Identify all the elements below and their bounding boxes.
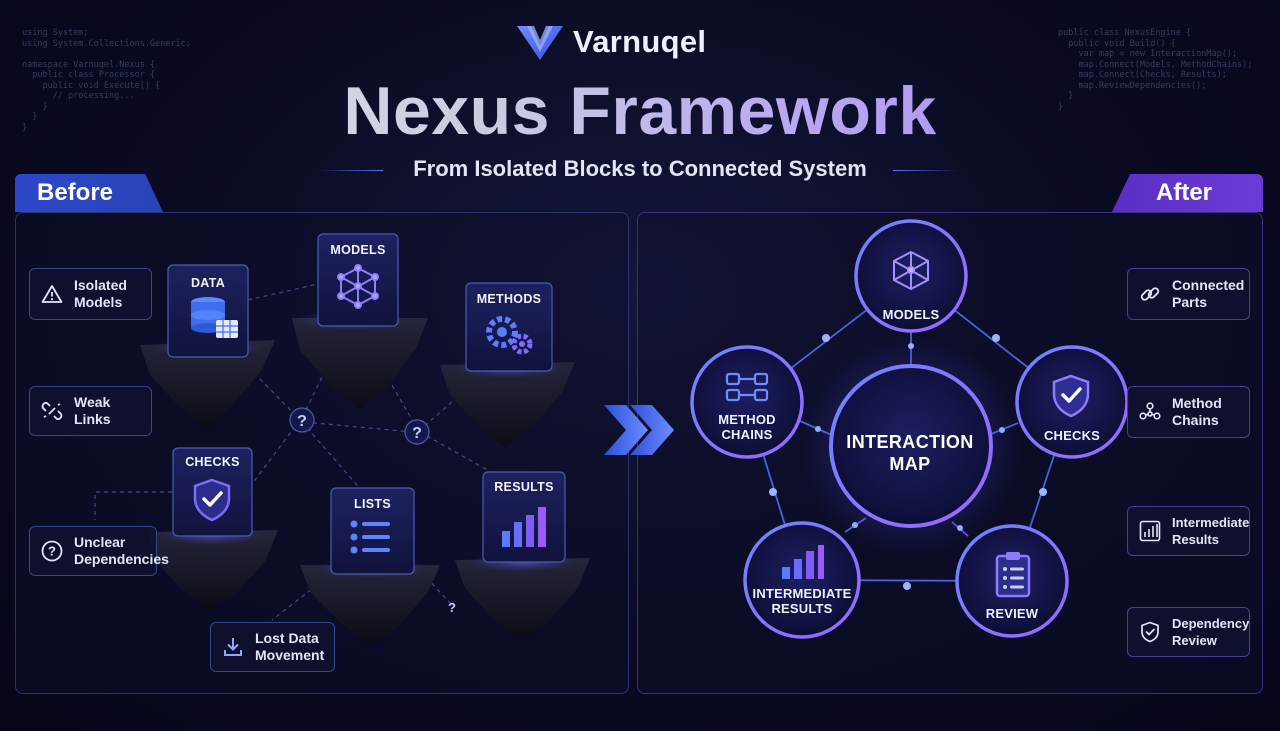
- rock-methods: [440, 362, 575, 448]
- rock-models: [292, 318, 428, 410]
- shield-check-icon: [1052, 374, 1090, 418]
- broken-link-icon: [40, 399, 64, 423]
- after-tag: After: [1112, 174, 1263, 212]
- page-title: Nexus Framework: [0, 72, 1280, 150]
- floating-rocks: [140, 318, 590, 645]
- bar-chart-icon: [782, 545, 824, 579]
- question-mark-1: ?: [297, 413, 307, 430]
- rock-checks: [148, 530, 278, 610]
- card-lists-box: [330, 487, 415, 575]
- node-review: [955, 524, 1069, 638]
- after-item-label: Intermediate Results: [1172, 515, 1250, 547]
- before-item-isolated-models: Isolated Models: [29, 268, 152, 320]
- bar-chart-icon: [1138, 519, 1162, 543]
- node-models-label: MODELS: [882, 307, 940, 322]
- interaction-map-label: INTERACTION MAP: [846, 432, 974, 474]
- after-item-label: Connected Parts: [1172, 277, 1245, 310]
- before-item-label: Weak Links: [74, 394, 111, 427]
- rock-lists: [300, 565, 440, 645]
- after-item-method-chains: Method Chains: [1127, 386, 1250, 438]
- list-icon: [350, 520, 390, 554]
- card-lists-label: LISTS: [354, 497, 391, 511]
- question-marks: ? ? ?: [289, 407, 456, 615]
- node-intermediate-results-label: INTERMEDIATE RESULTS: [752, 586, 852, 616]
- link-q1-q2: [304, 421, 413, 433]
- after-item-label: Method Chains: [1172, 395, 1222, 428]
- svg-text:?: ?: [48, 544, 56, 559]
- link-q1-lists: [301, 421, 371, 501]
- question-mark-2: ?: [412, 425, 422, 442]
- link-checks-unclear: [94, 491, 180, 520]
- node-method-chains-label: METHOD CHAINS: [718, 412, 776, 442]
- clipboard-icon: [995, 552, 1031, 598]
- before-item-label: Lost Data Movement: [255, 630, 325, 663]
- bar-chart-icon: [502, 507, 546, 547]
- card-results-box: [482, 471, 566, 563]
- before-item-label: Unclear Dependencies: [74, 534, 169, 567]
- card-models-box: [317, 233, 399, 327]
- before-tag: Before: [15, 174, 163, 212]
- chain-blocks-icon: [725, 372, 769, 402]
- transition-chevrons-icon: [604, 405, 674, 455]
- question-node-1: [289, 407, 315, 433]
- after-item-connected-parts: Connected Parts: [1127, 268, 1250, 320]
- brand: Varnuqel: [515, 22, 706, 62]
- card-methods-box: [465, 282, 553, 372]
- card-methods-label: METHODS: [476, 292, 542, 306]
- code-snippet-right: public class NexusEngine { public void B…: [1058, 28, 1253, 112]
- gears-icon: [486, 316, 533, 355]
- node-intermediate-results: [743, 521, 861, 639]
- link-data-models: [247, 283, 319, 301]
- before-item-unclear-dependencies: ? Unclear Dependencies: [29, 526, 169, 576]
- card-models-label: MODELS: [330, 243, 386, 257]
- card-data-box: [167, 264, 249, 358]
- card-data-label: DATA: [190, 276, 226, 290]
- subtitle-line-right: [893, 170, 958, 171]
- node-method-chains: [690, 345, 804, 459]
- cube-network-icon: [337, 264, 379, 309]
- node-models: [854, 219, 968, 333]
- subtitle-line-left: [318, 170, 383, 171]
- question-node-2: [404, 419, 430, 445]
- cube-network-icon: [893, 250, 929, 291]
- node-checks-label: CHECKS: [1043, 428, 1101, 443]
- rock-data: [140, 340, 275, 430]
- card-results-label: RESULTS: [494, 480, 554, 494]
- brand-name: Varnuqel: [573, 24, 707, 59]
- question-icon: ?: [40, 539, 64, 563]
- download-icon: [221, 635, 245, 659]
- page-subtitle: From Isolated Blocks to Connected System: [413, 156, 867, 181]
- network-icon: [1138, 400, 1162, 424]
- code-snippet-left: using System; using System.Collections.G…: [22, 28, 191, 133]
- card-checks-box: [172, 447, 253, 537]
- question-mark-3: ?: [448, 600, 456, 615]
- card-checks-label: CHECKS: [185, 455, 240, 469]
- database-icon: [191, 297, 238, 338]
- node-review-label: REVIEW: [985, 606, 1039, 621]
- link-icon: [1138, 282, 1162, 306]
- brand-logo-icon: [517, 26, 563, 60]
- after-item-intermediate-results: Intermediate Results: [1127, 506, 1250, 556]
- before-item-label: Isolated Models: [74, 277, 127, 310]
- before-item-lost-data-movement: Lost Data Movement: [210, 622, 335, 672]
- before-item-weak-links: Weak Links: [29, 386, 152, 436]
- node-checks: [1015, 345, 1129, 459]
- after-item-dependency-review: Dependency Review: [1127, 607, 1250, 657]
- shield-check-icon: [1138, 620, 1162, 644]
- center-circle: [829, 364, 993, 528]
- after-item-label: Dependency Review: [1172, 616, 1250, 648]
- rock-results: [455, 558, 590, 640]
- shield-check-icon: [193, 478, 231, 522]
- warning-icon: [40, 282, 64, 306]
